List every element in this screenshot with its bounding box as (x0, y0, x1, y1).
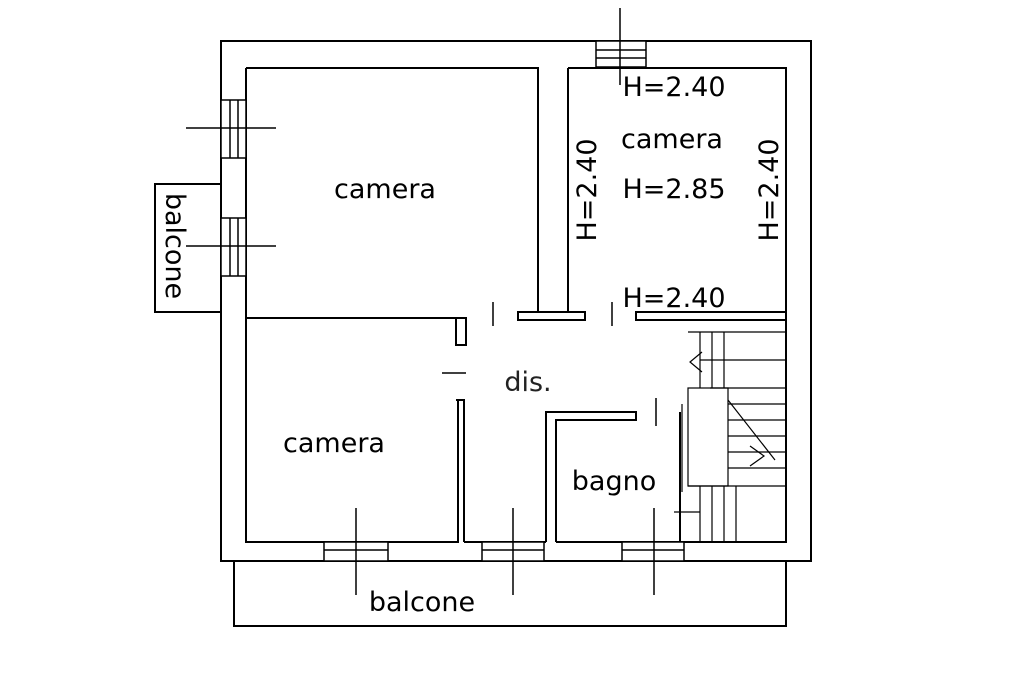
room-label-dis: dis. (504, 367, 551, 398)
wall-camera-top-left-bottom (245, 68, 467, 346)
wall-camera-top-right (568, 67, 787, 312)
height-label-bottom: H=2.40 (622, 283, 725, 314)
balcony-label-bottom: balcone (369, 587, 475, 618)
stair-core (687, 387, 729, 487)
wall-stair (688, 320, 787, 543)
balconies (154, 183, 787, 627)
windows (186, 8, 685, 595)
room-label-camera-top-left: camera (334, 174, 436, 205)
door-marks (442, 302, 657, 426)
stair-arrow-head-top (689, 351, 703, 373)
wall-camera-top-left (246, 67, 539, 312)
wall-stub-center (517, 311, 586, 321)
wall-bagno (545, 411, 637, 542)
stair-arrow-line (727, 399, 776, 461)
window-left-top (220, 99, 247, 159)
height-label-right: H=2.40 (754, 138, 785, 241)
balcony-bottom-outline (233, 561, 787, 627)
room-label-bagno: bagno (572, 466, 656, 497)
staircase (674, 331, 786, 542)
wall-camera-bottom-left-right (456, 399, 465, 542)
room-label-camera-top-right: camera (621, 124, 723, 155)
balcony-label-left: balcone (159, 193, 190, 299)
stair-arrow-head-bottom (749, 445, 766, 467)
window-top (595, 40, 647, 68)
balcony-left-outline (154, 183, 221, 313)
height-label-left: H=2.40 (572, 138, 603, 241)
height-label-top: H=2.40 (622, 72, 725, 103)
window-left-bottom (220, 217, 247, 277)
height-label-center: H=2.85 (622, 174, 725, 205)
wall-camera-top-right-left (567, 68, 585, 313)
room-label-camera-bottom-left: camera (283, 428, 385, 459)
window-bottom-right (621, 541, 685, 562)
